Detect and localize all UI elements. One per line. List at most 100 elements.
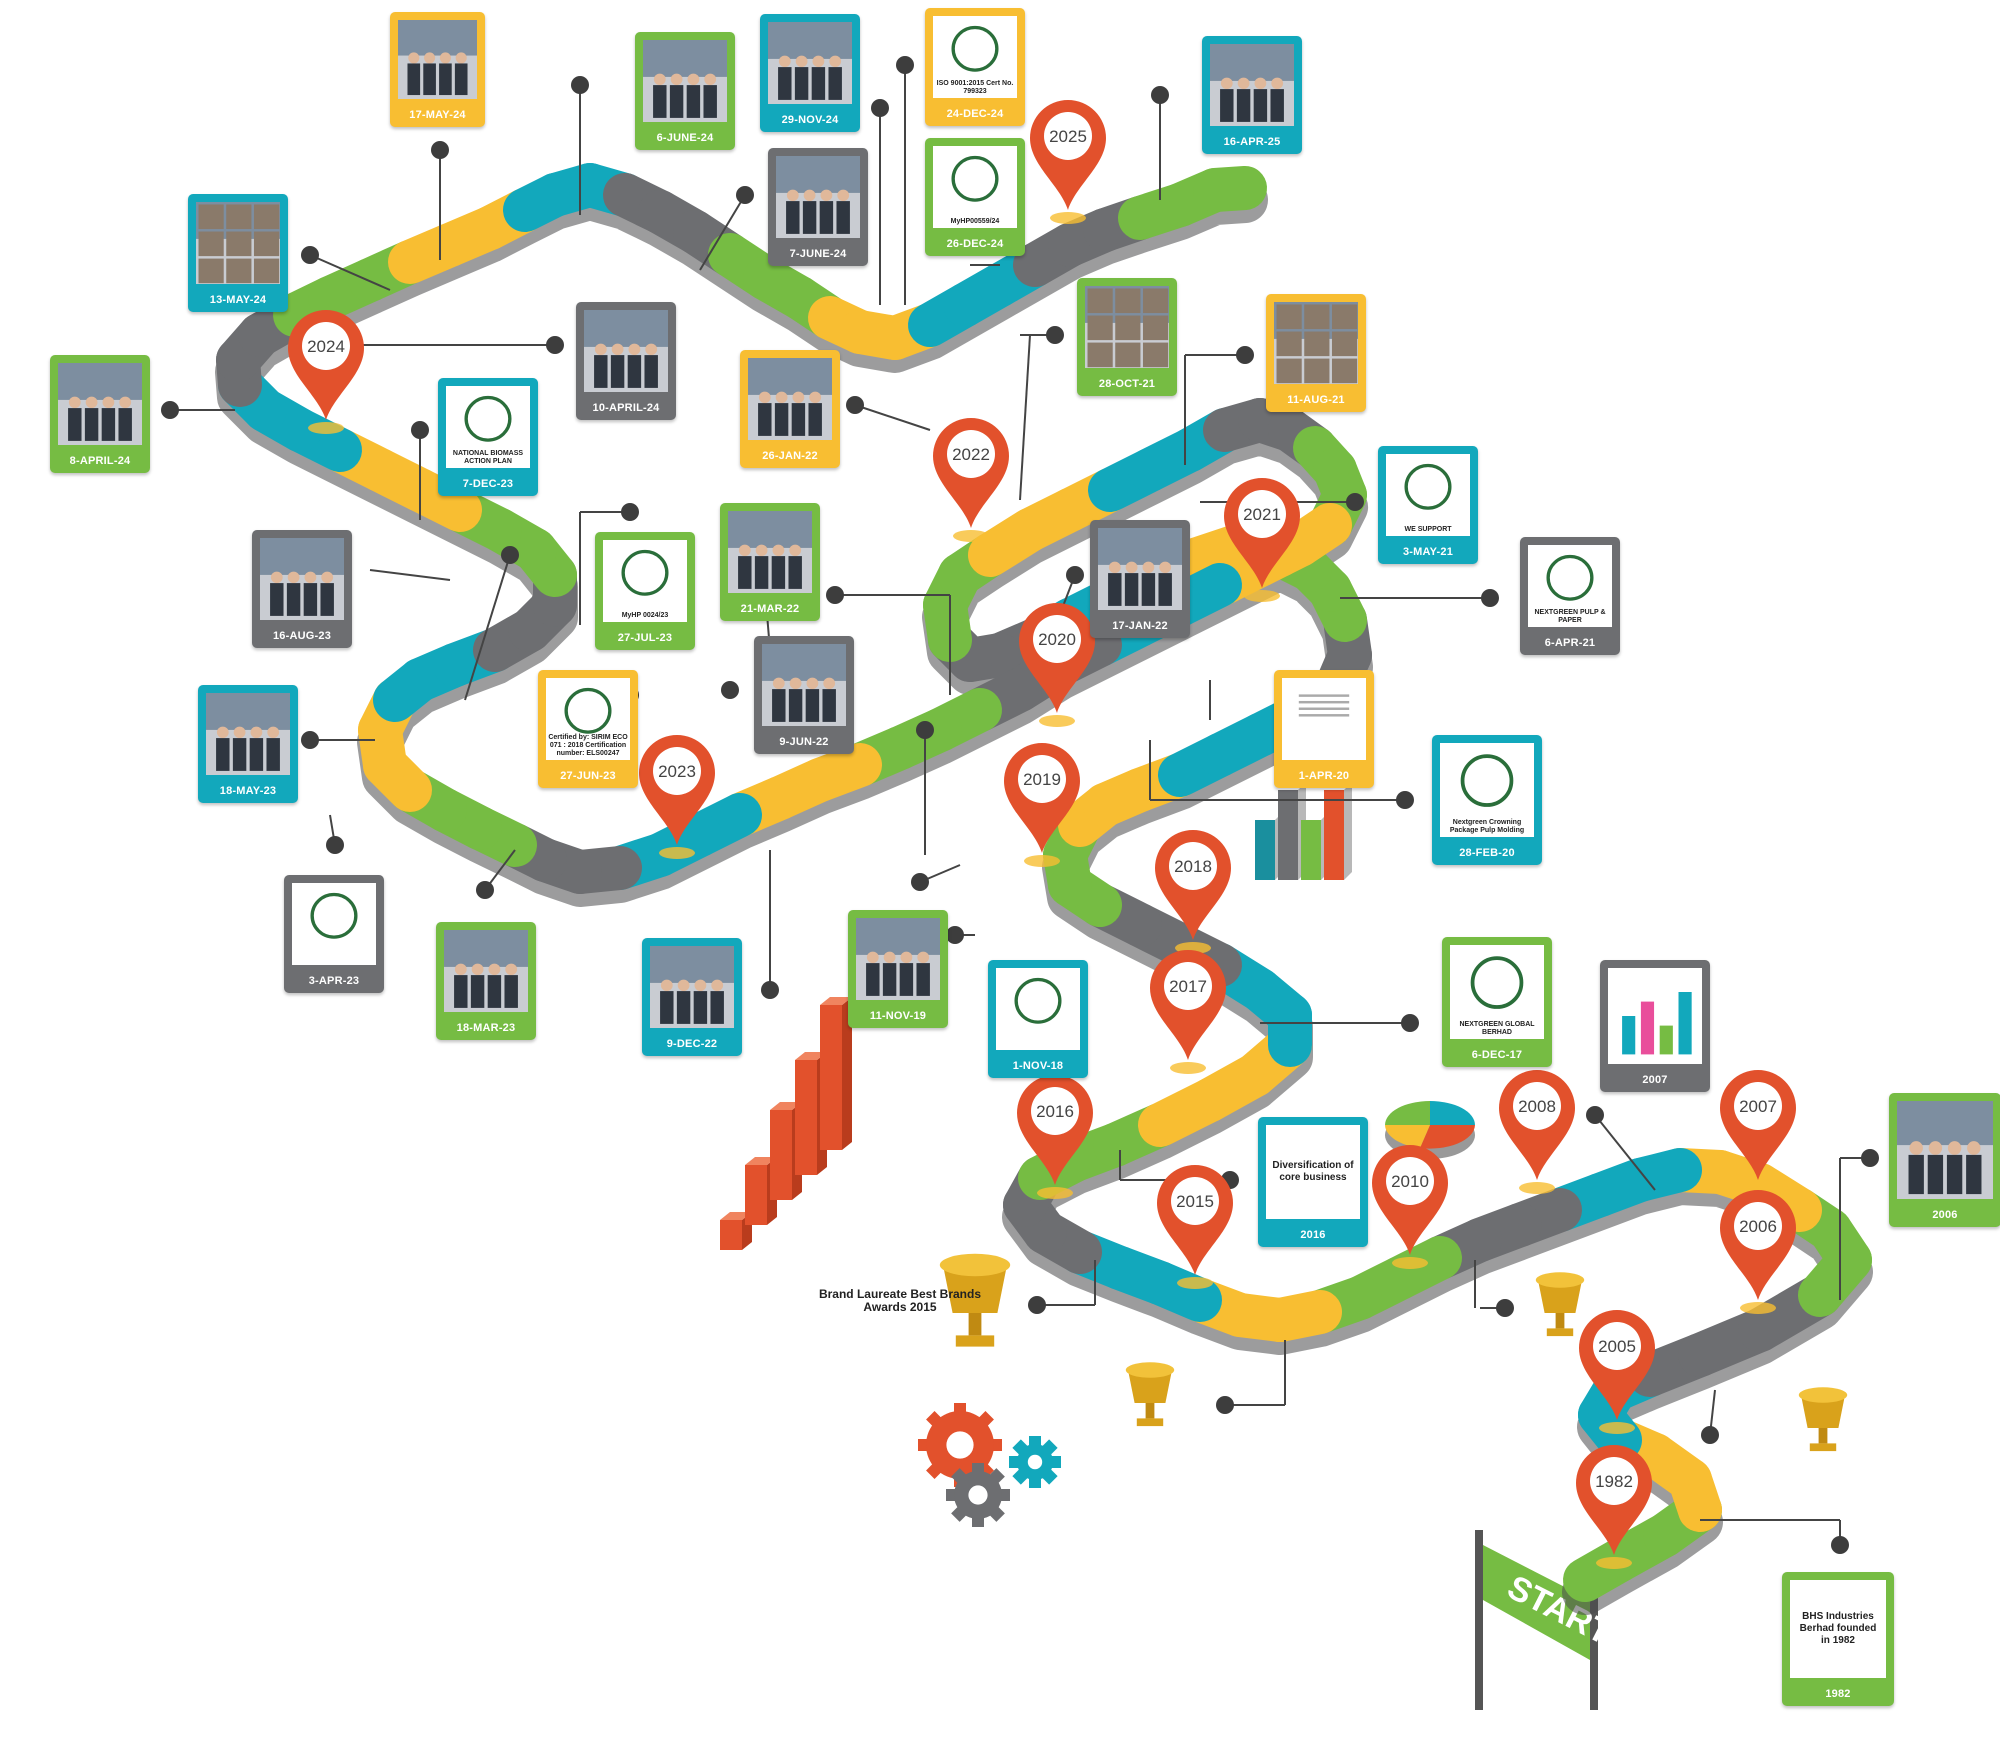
connector-dot [1066,566,1084,584]
video-call-photo [1274,302,1358,384]
connector-dot [621,503,639,521]
milestone-pin-2023: 2023 [639,735,715,859]
card-date-label: 28-FEB-20 [1459,847,1515,859]
svg-text:2025: 2025 [1049,127,1087,146]
nextgreen-logos [292,883,376,965]
svg-text:2007: 2007 [1739,1097,1777,1116]
event-photo [776,156,860,238]
connector-dot [1861,1149,1879,1167]
milestone-card: 2007 [1600,960,1710,1092]
connector-dot [1346,493,1364,511]
event-photo [768,22,852,104]
connector-dot [1481,589,1499,607]
connector-dot [826,586,844,604]
card-date-label: 11-NOV-19 [869,1010,927,1022]
milestone-card: 26-JAN-22 [740,350,840,468]
svg-text:1982: 1982 [1595,1472,1633,1491]
milestone-card: 10-APRIL-24 [576,302,676,420]
connector-dot [946,926,964,944]
connector-dot [431,141,449,159]
milestone-pin-2005: 2005 [1579,1310,1655,1434]
myhijau-logo: MyHP 0024/23 [603,540,687,622]
milestone-card: ISO 9001:2015 Cert No. 799323 24-DEC-24 [925,8,1025,126]
card-date-label: 1-NOV-18 [1012,1060,1064,1072]
rspo-logo [996,968,1080,1050]
connector-dot [1701,1426,1719,1444]
card-date-label: 6-DEC-17 [1471,1049,1523,1061]
myhijau-logo: MyHP00559/24 [933,146,1017,228]
video-call-photo [196,202,280,284]
card-caption: NEXTGREEN GLOBAL BERHAD [1459,1021,1535,1036]
card-date-label: 7-JUNE-24 [789,248,847,260]
milestone-card: 3-APR-23 [284,875,384,993]
card-date-label: 11-AUG-21 [1287,394,1345,406]
connector-dot [1028,1296,1046,1314]
card-date-label: 18-MAR-23 [456,1022,516,1034]
svg-text:2020: 2020 [1038,630,1076,649]
milestone-pin-2017: 2017 [1149,949,1226,1074]
event-photo [856,918,940,1000]
milestone-card: 13-MAY-24 [188,194,288,312]
card-caption: MyHP 0024/23 [621,612,669,619]
milestone-card: 17-MAY-24 [390,12,485,127]
card-date-label: 9-JUN-22 [779,736,829,748]
milestone-card: 9-JUN-22 [754,636,854,754]
connector-dot [871,99,889,117]
milestone-card: 1-NOV-18 [988,960,1088,1078]
card-text-panel: Diversification of core business [1266,1125,1360,1219]
card-date-label: 1-APR-20 [1298,770,1350,782]
connector-dot [571,76,589,94]
svg-text:2018: 2018 [1174,857,1212,876]
svg-text:2019: 2019 [1023,770,1061,789]
card-text: BHS Industries Berhad founded in 1982 [1799,1611,1877,1646]
connector-dot [546,336,564,354]
card-date-label: 3-MAY-21 [1402,546,1454,558]
connector-dot [326,836,344,854]
gicg-logo: ISO 9001:2015 Cert No. 799323 [933,16,1017,98]
connector-dot [1586,1106,1604,1124]
milestone-pin-2020: 2020 [1019,603,1095,727]
milestone-card: 18-MAR-23 [436,922,536,1040]
connector-dot [1046,326,1064,344]
svg-text:2021: 2021 [1243,505,1281,524]
chart-graphic [1608,968,1702,1064]
card-date-label: 10-APRIL-24 [592,402,660,414]
milestone-pin-2015: 2015 [1157,1165,1233,1289]
connector-dot [1396,791,1414,809]
nextgreen-crowning-logo: Nextgreen Crowning Package Pulp Molding [1440,743,1534,837]
svg-text:2023: 2023 [658,762,696,781]
card-caption: Nextgreen Crowning Package Pulp Molding [1449,819,1525,834]
svg-text:2006: 2006 [1739,1217,1777,1236]
event-photo [58,363,142,445]
card-date-label: 27-JUN-23 [560,770,616,782]
card-date-label: 29-NOV-24 [781,114,839,126]
milestone-card: 6-JUNE-24 [635,32,735,150]
svg-text:2016: 2016 [1036,1102,1074,1121]
event-photo [728,511,812,593]
connector-dot [476,881,494,899]
connector-dot [896,56,914,74]
milestone-card: Nextgreen Crowning Package Pulp Molding 2… [1432,735,1542,865]
card-text-panel: BHS Industries Berhad founded in 1982 [1790,1580,1886,1678]
milestone-pin-2021: 2021 [1224,478,1300,602]
card-text: Diversification of core business [1272,1160,1354,1183]
connector-dot [911,873,929,891]
card-date-label: 16-APR-25 [1223,136,1281,148]
svg-text:2022: 2022 [952,445,990,464]
milestone-card: 18-MAY-23 [198,685,298,803]
event-photo [206,693,290,775]
svg-text:2017: 2017 [1169,977,1207,996]
connector-dot [846,396,864,414]
card-date-label: 24-DEC-24 [946,108,1004,120]
milestone-card: NEXTGREEN GLOBAL BERHAD 6-DEC-17 [1442,937,1552,1067]
milestone-pin-2019: 2019 [1004,743,1080,867]
connector-dot [411,421,429,439]
card-date-label: 2007 [1642,1074,1668,1086]
office-photo [1897,1101,1993,1199]
milestone-card: 8-APRIL-24 [50,355,150,473]
svg-text:2024: 2024 [307,337,345,356]
milestone-card: 1-APR-20 [1274,670,1374,788]
